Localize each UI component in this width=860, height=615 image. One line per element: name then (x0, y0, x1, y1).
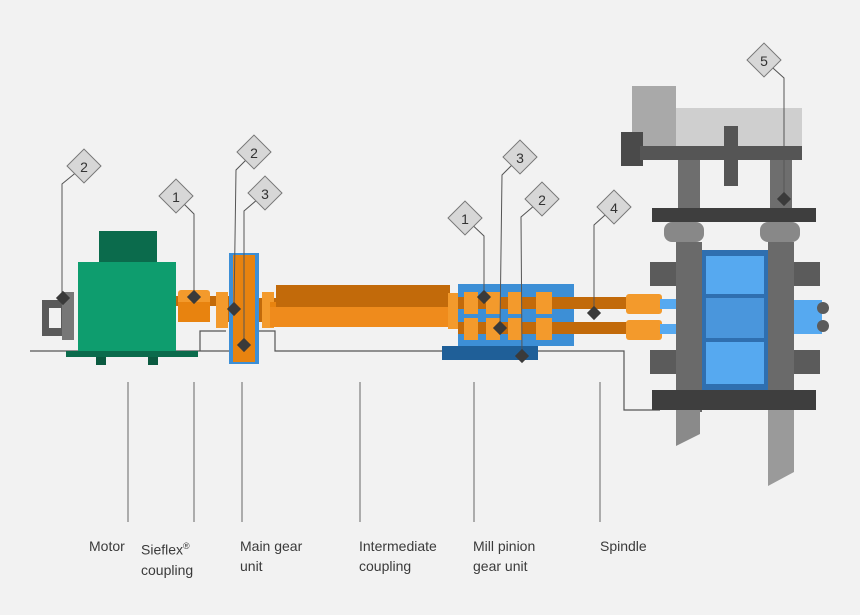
callout-diamond (447, 200, 483, 236)
label-mill-pinion-gear-unit: Mill pinion gear unit (473, 536, 535, 576)
callout-number: 1 (461, 211, 469, 227)
label-intermediate-line1: Intermediate (359, 538, 437, 554)
callout-number: 2 (538, 192, 546, 208)
callout-number: 3 (261, 186, 269, 202)
label-mill-pinion-line1: Mill pinion (473, 538, 536, 554)
label-main-gear-unit: Main gear unit (240, 536, 302, 576)
label-sieflex-line2: coupling (141, 561, 194, 578)
callout-number: 2 (250, 145, 258, 161)
spindles (556, 294, 682, 340)
callout-diamond (524, 181, 560, 217)
label-intermediate-coupling: Intermediate coupling (359, 536, 437, 576)
callout-diamond (502, 139, 538, 175)
label-mill-pinion-line2: gear unit (473, 558, 528, 574)
mill-stand (621, 86, 829, 486)
label-main-gear-line2: unit (240, 558, 263, 574)
label-motor: Motor (89, 538, 125, 554)
callout-number: 4 (610, 200, 618, 216)
callout-badge-pinion-b: 3 (502, 139, 538, 175)
callout-number: 2 (80, 159, 88, 175)
motor-body (78, 262, 176, 352)
label-main-gear-line1: Main gear (240, 538, 303, 554)
label-leaders (127, 382, 601, 522)
callout-number: 1 (172, 189, 180, 205)
motor-terminal-box (99, 231, 157, 262)
motor (42, 231, 198, 365)
callout-diamond (746, 42, 782, 78)
callout-badge-main-gear-b: 3 (247, 175, 283, 211)
callout-badge-pinion-a: 1 (447, 200, 483, 236)
label-spindle: Spindle (600, 538, 647, 554)
callout-diamond (66, 148, 102, 184)
callout-number: 5 (760, 53, 768, 69)
callout-badge-stand: 5 (746, 42, 782, 78)
registered-mark: ® (183, 541, 190, 551)
callout-diamond (236, 134, 272, 170)
callout-badge-pinion-c: 2 (524, 181, 560, 217)
sieflex-coupling (176, 290, 236, 322)
connection-markers (55, 191, 792, 364)
callout-badge-spindle: 4 (596, 189, 632, 225)
callout-number: 3 (516, 150, 524, 166)
intermediate-coupling (270, 285, 460, 329)
label-sieflex-line1: Sieflex (141, 541, 184, 558)
callout-badge-motor-left: 2 (66, 148, 102, 184)
mill-pinion-gear-unit (442, 284, 636, 360)
callout-diamond (596, 189, 632, 225)
callout-diamond (158, 178, 194, 214)
callout-diamond (247, 175, 283, 211)
label-intermediate-line2: coupling (359, 558, 412, 574)
label-sieflex-coupling: Sieflex® coupling (141, 536, 193, 580)
callout-badge-main-gear-a: 2 (236, 134, 272, 170)
callout-badge-motor-right: 1 (158, 178, 194, 214)
callout-badges: 2 1 2 3 1 3 2 4 5 (66, 42, 782, 236)
